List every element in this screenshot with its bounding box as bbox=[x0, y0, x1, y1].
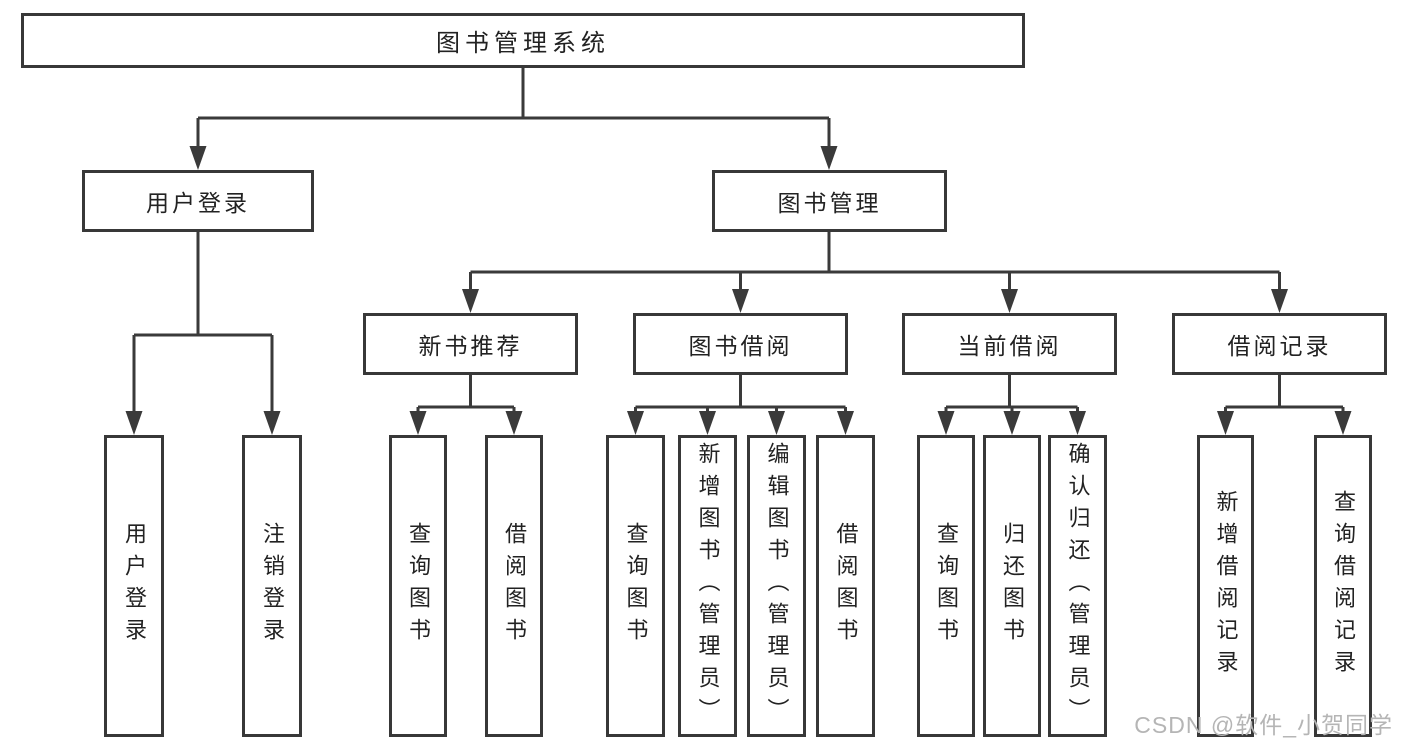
leaf-confirm-return-admin-label: 确认归还（管理员） bbox=[1065, 442, 1091, 730]
leaf-query-books-borrowing: 查询图书 bbox=[606, 435, 665, 737]
leaf-query-books-recommend-label: 查询图书 bbox=[406, 522, 431, 650]
leaf-user-login-label: 用户登录 bbox=[122, 522, 147, 650]
leaf-add-book-admin-label: 新增图书（管理员） bbox=[695, 442, 721, 730]
leaf-query-borrow-record-label: 查询借阅记录 bbox=[1331, 490, 1356, 682]
leaf-add-book-admin: 新增图书（管理员） bbox=[678, 435, 737, 737]
leaf-add-borrow-record-label: 新增借阅记录 bbox=[1213, 490, 1239, 682]
node-new-book-recommend: 新书推荐 bbox=[363, 313, 578, 375]
leaf-edit-book-admin: 编辑图书（管理员） bbox=[747, 435, 806, 737]
node-root-system: 图书管理系统 bbox=[21, 13, 1025, 68]
leaf-confirm-return-admin: 确认归还（管理员） bbox=[1048, 435, 1107, 737]
leaf-add-borrow-record: 新增借阅记录 bbox=[1197, 435, 1254, 737]
node-book-management-module: 图书管理 bbox=[712, 170, 947, 232]
leaf-borrow-books-recommend-label: 借阅图书 bbox=[502, 522, 527, 650]
leaf-return-books-label: 归还图书 bbox=[1000, 522, 1025, 650]
leaf-query-borrow-record: 查询借阅记录 bbox=[1314, 435, 1372, 737]
node-user-login-module: 用户登录 bbox=[82, 170, 314, 232]
leaf-query-books-borrowing-label: 查询图书 bbox=[623, 522, 649, 650]
csdn-watermark: CSDN @软件_小贺同学 bbox=[1134, 712, 1393, 738]
leaf-query-books-recommend: 查询图书 bbox=[389, 435, 447, 737]
leaf-logout-label: 注销登录 bbox=[260, 522, 285, 650]
leaf-return-books: 归还图书 bbox=[983, 435, 1041, 737]
leaf-borrow-books-borrowing-label: 借阅图书 bbox=[833, 522, 859, 650]
leaf-query-books-current-label: 查询图书 bbox=[934, 522, 959, 650]
leaf-borrow-books-borrowing: 借阅图书 bbox=[816, 435, 875, 737]
node-book-borrowing: 图书借阅 bbox=[633, 313, 848, 375]
leaf-borrow-books-recommend: 借阅图书 bbox=[485, 435, 543, 737]
leaf-user-login: 用户登录 bbox=[104, 435, 164, 737]
node-borrowing-records: 借阅记录 bbox=[1172, 313, 1387, 375]
leaf-logout: 注销登录 bbox=[242, 435, 302, 737]
leaf-edit-book-admin-label: 编辑图书（管理员） bbox=[764, 442, 790, 730]
leaf-query-books-current: 查询图书 bbox=[917, 435, 975, 737]
node-current-borrowing: 当前借阅 bbox=[902, 313, 1117, 375]
